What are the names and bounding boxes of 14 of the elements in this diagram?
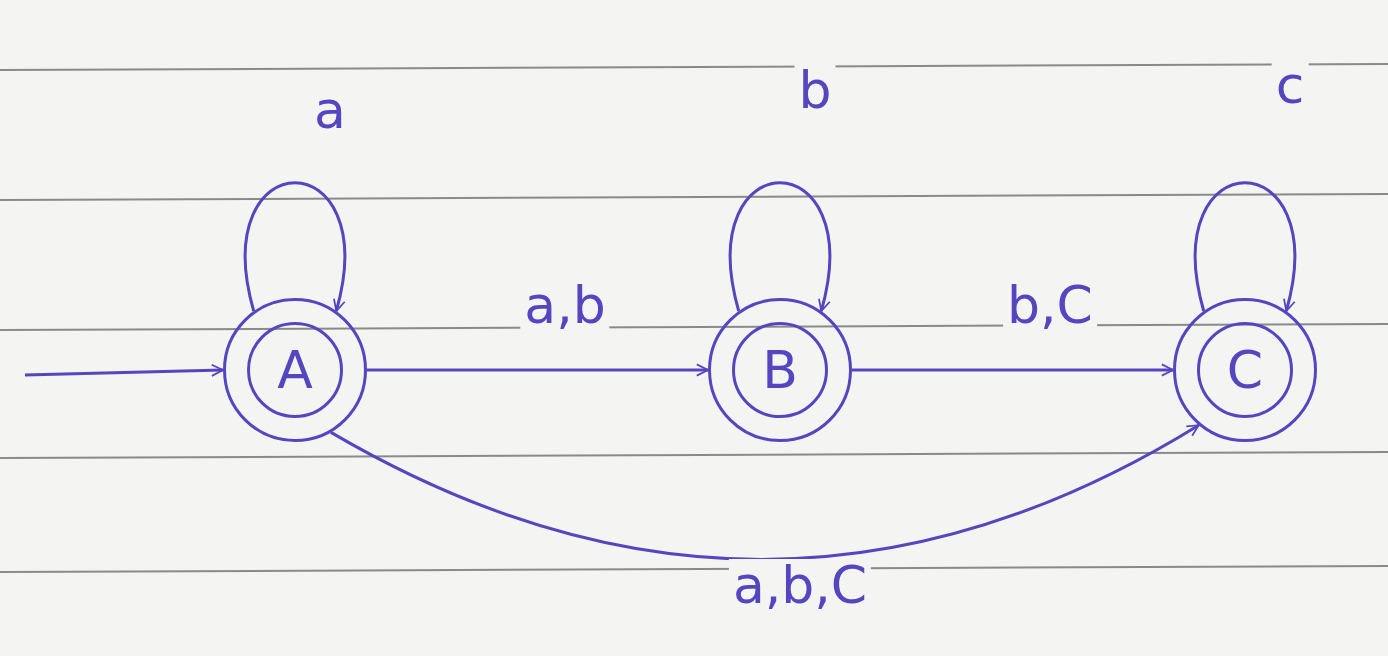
transition-arrow xyxy=(1194,181,1296,312)
transition-arrow xyxy=(24,363,224,377)
accepting-state xyxy=(708,298,852,442)
transition-arrow xyxy=(330,423,1200,561)
state-name: A xyxy=(277,344,313,396)
accepting-state xyxy=(223,298,367,442)
transition-arrow xyxy=(367,363,709,377)
transition-arrow xyxy=(244,181,346,312)
edge-label: a,b,C xyxy=(728,559,872,611)
transition-arrow xyxy=(729,181,831,312)
accepting-state xyxy=(1173,298,1317,442)
state-name: B xyxy=(762,344,798,396)
transition-arrow xyxy=(852,363,1174,377)
state-name: C xyxy=(1226,344,1264,396)
